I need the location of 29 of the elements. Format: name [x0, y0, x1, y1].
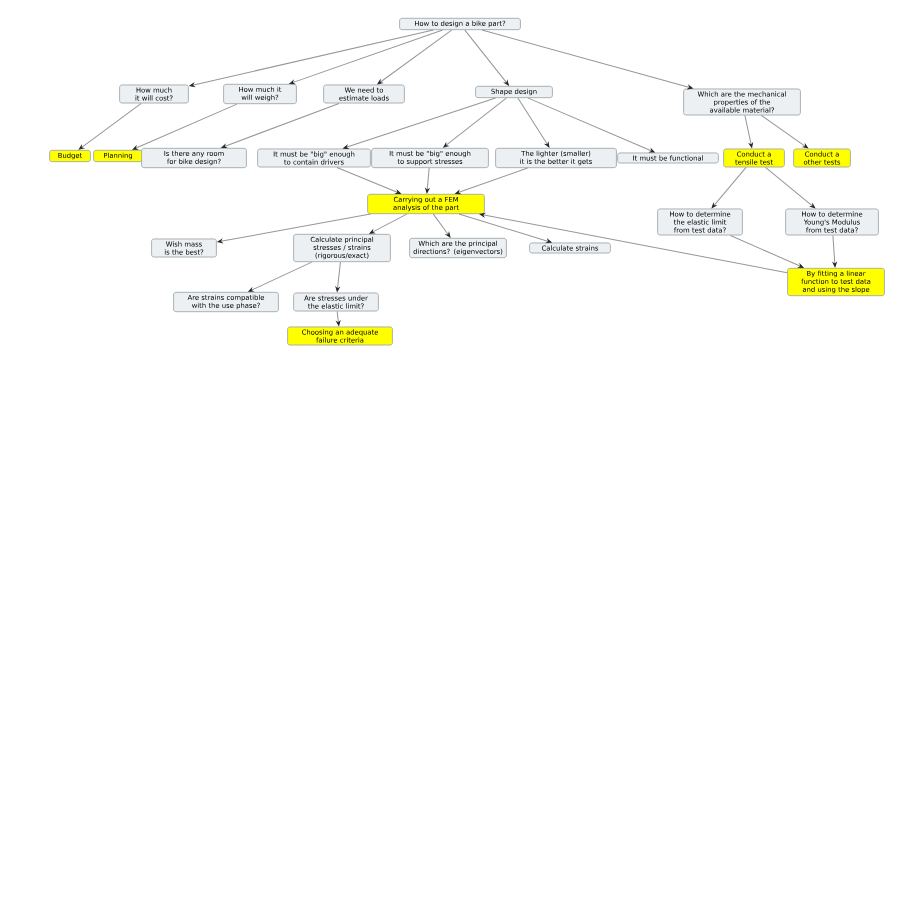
arrow — [729, 234, 804, 268]
arrow — [832, 234, 837, 268]
arrow — [189, 29, 434, 87]
arrow — [335, 261, 341, 292]
arrow — [464, 29, 509, 86]
arrow — [744, 114, 753, 148]
arrow — [765, 166, 816, 209]
arrow — [760, 114, 808, 149]
arrow — [711, 166, 747, 209]
arrow — [527, 97, 655, 153]
arrow — [425, 167, 430, 194]
arrow — [248, 261, 313, 292]
arrow — [455, 167, 528, 195]
arrow — [78, 102, 142, 150]
arrow — [217, 213, 372, 244]
arrow — [343, 97, 497, 149]
arrow — [443, 97, 507, 148]
arrow — [517, 97, 550, 148]
arrow — [289, 29, 444, 85]
arrow — [221, 102, 340, 149]
arrow — [432, 213, 451, 238]
arrow — [481, 29, 693, 90]
arrow — [336, 310, 341, 326]
arrow — [458, 213, 552, 244]
arrow — [479, 213, 788, 274]
arrow — [132, 103, 238, 150]
arrow — [377, 29, 453, 85]
arrow — [336, 166, 401, 194]
arrow — [369, 213, 408, 234]
